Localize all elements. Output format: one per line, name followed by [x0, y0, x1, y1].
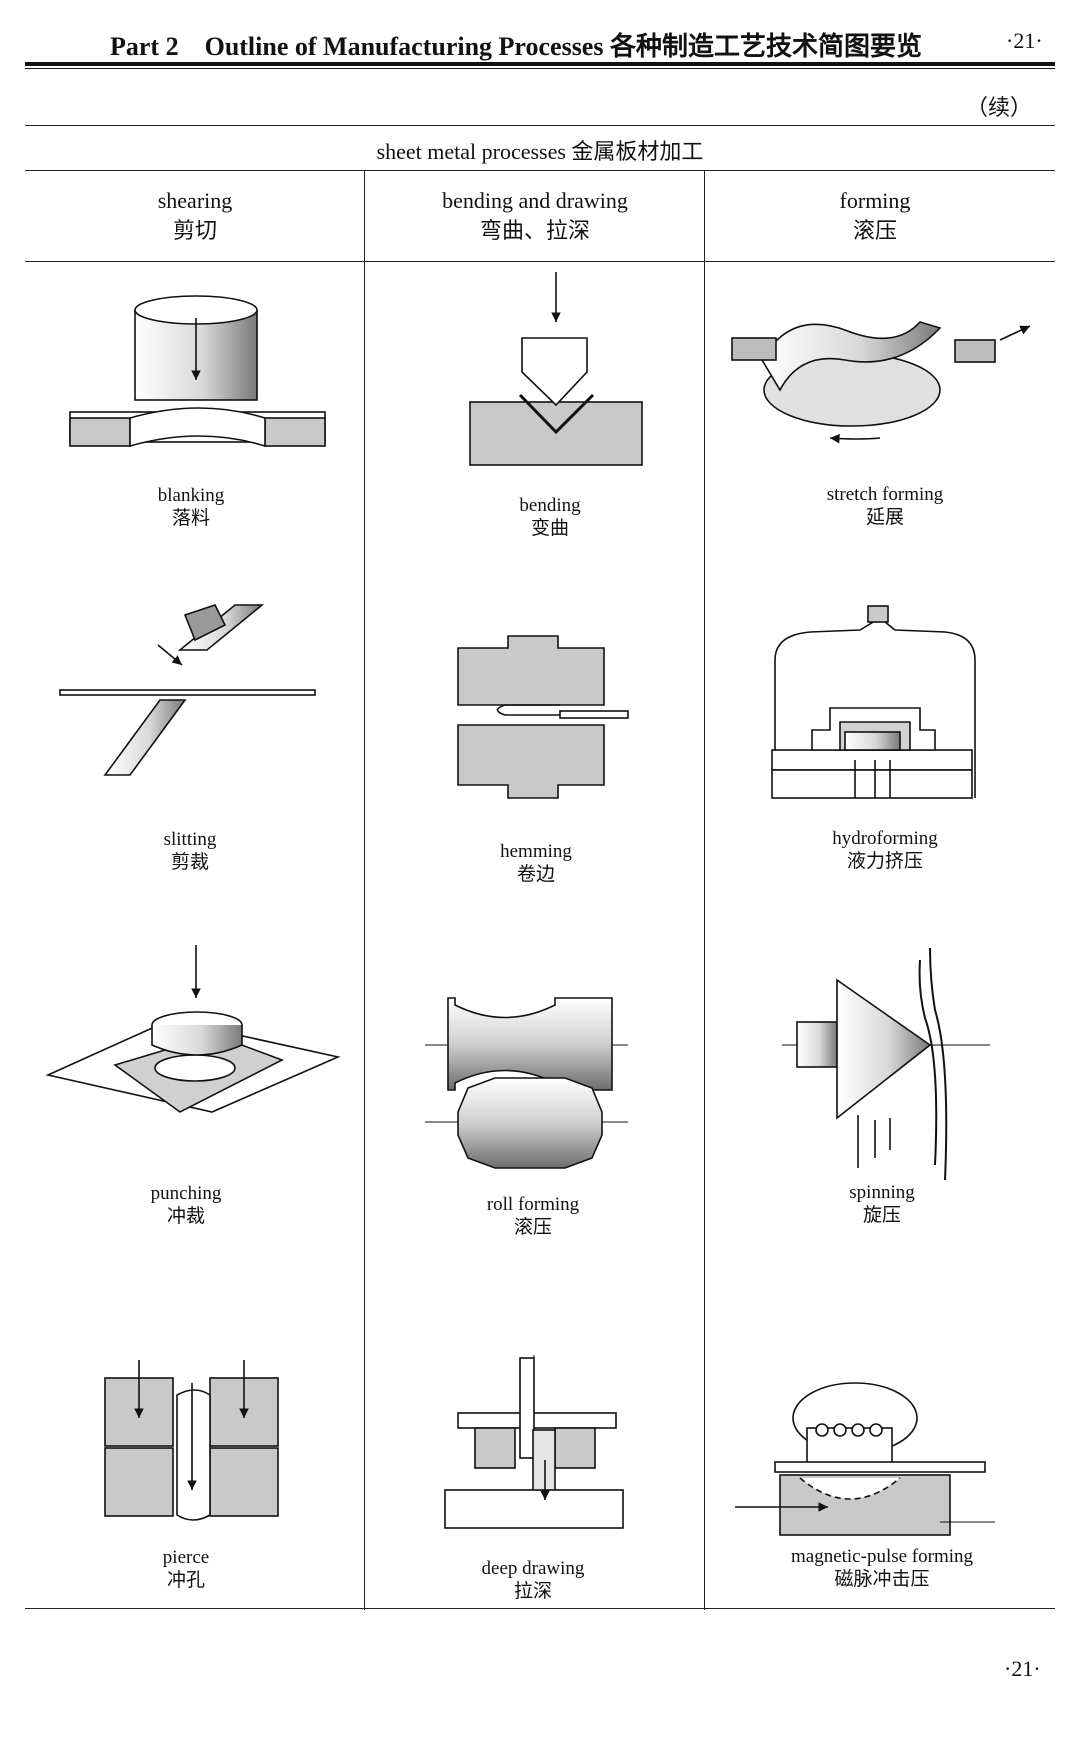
- caption-en: magnetic-pulse forming: [790, 1546, 974, 1567]
- header-page-number: ·21·: [1006, 28, 1043, 53]
- caption-en: stretch forming: [826, 484, 944, 505]
- caption-zh: 拉深: [513, 1581, 552, 1602]
- caption-zh: 磁脉冲击压: [834, 1569, 930, 1590]
- running-header: Part 2 Outline of Manufacturing Processes…: [0, 22, 1080, 62]
- cell-caption-hemming: hemming 卷边: [416, 840, 656, 886]
- caption-en: pierce: [162, 1547, 210, 1568]
- hydroforming-diagram: [771, 605, 976, 799]
- column-heading-bending: bending and drawing 弯曲、拉深: [365, 186, 705, 246]
- header-part: Part 2: [110, 32, 179, 61]
- table-title: sheet metal processes 金属板材加工: [376, 139, 704, 164]
- header-rule-thin: [25, 68, 1055, 69]
- caption-zh: 剪裁: [170, 852, 209, 873]
- stretch-forming-diagram: [731, 321, 1031, 444]
- column-heading-zh: 剪切: [172, 218, 217, 243]
- punching-diagram: [45, 945, 341, 1113]
- column-divider-2: [704, 170, 705, 1610]
- header-title: Part 2 Outline of Manufacturing Processes…: [110, 26, 922, 63]
- table-title-rule: [25, 170, 1055, 171]
- cell-caption-spinning: spinning 旋压: [762, 1181, 1002, 1227]
- cell-caption-pierce: pierce 冲孔: [66, 1546, 306, 1592]
- blanking-diagram: [69, 295, 326, 448]
- caption-zh: 延展: [865, 507, 904, 528]
- caption-en: spinning: [849, 1182, 915, 1203]
- caption-en: hemming: [500, 841, 572, 862]
- spinning-diagram: [782, 947, 990, 1181]
- roll-forming-diagram: [425, 997, 628, 1169]
- caption-zh: 落料: [171, 508, 210, 529]
- column-heading-en: shearing: [157, 188, 233, 213]
- magnetic-pulse-diagram: [735, 1382, 995, 1536]
- caption-en: punching: [150, 1183, 222, 1204]
- header-rule-thick: [25, 62, 1055, 66]
- caption-en: deep drawing: [481, 1558, 585, 1579]
- header-row-rule: [25, 261, 1055, 262]
- caption-zh: 液力挤压: [846, 851, 923, 872]
- caption-zh: 滚压: [513, 1217, 552, 1238]
- caption-en: bending: [519, 495, 581, 516]
- caption-zh: 冲孔: [166, 1570, 205, 1591]
- cell-caption-blanking: blanking 落料: [71, 484, 311, 530]
- column-heading-en: bending and drawing: [442, 188, 628, 213]
- caption-en: blanking: [157, 485, 225, 506]
- cell-caption-hydroforming: hydroforming 液力挤压: [765, 827, 1005, 873]
- caption-zh: 卷边: [516, 864, 555, 885]
- slitting-diagram: [59, 604, 316, 776]
- bending-diagram: [469, 272, 643, 466]
- caption-zh: 冲裁: [166, 1206, 205, 1227]
- hemming-diagram: [457, 635, 629, 799]
- table-top-rule: [25, 125, 1055, 126]
- cell-caption-stretch-forming: stretch forming 延展: [765, 483, 1005, 529]
- caption-zh: 旋压: [862, 1205, 901, 1226]
- column-heading-shearing: shearing 剪切: [25, 186, 365, 246]
- header-title-text: Outline of Manufacturing Processes 各种制造工…: [204, 32, 922, 61]
- caption-en: slitting: [163, 829, 217, 850]
- column-heading-zh: 弯曲、拉深: [479, 218, 590, 243]
- deep-drawing-diagram: [444, 1355, 624, 1529]
- continued-mark: （续）: [966, 96, 1033, 121]
- pierce-diagram: [104, 1360, 279, 1521]
- cell-caption-roll-forming: roll forming 滚压: [413, 1193, 653, 1239]
- column-heading-forming: forming 滚压: [705, 186, 1045, 246]
- caption-en: hydroforming: [832, 828, 938, 849]
- cell-caption-punching: punching 冲裁: [66, 1182, 306, 1228]
- column-divider-1: [364, 170, 365, 1610]
- cell-caption-deep-drawing: deep drawing 拉深: [413, 1557, 653, 1603]
- cell-caption-magnetic-pulse-forming: magnetic-pulse forming 磁脉冲击压: [762, 1545, 1002, 1591]
- cell-caption-slitting: slitting 剪裁: [70, 828, 310, 874]
- caption-en: roll forming: [486, 1194, 580, 1215]
- caption-zh: 变曲: [530, 518, 569, 539]
- footer-page-number: ·21·: [1004, 1656, 1041, 1681]
- column-heading-zh: 滚压: [852, 218, 897, 243]
- table-bottom-rule: [25, 1608, 1055, 1609]
- cell-caption-bending: bending 变曲: [430, 494, 670, 540]
- column-heading-en: forming: [839, 188, 911, 213]
